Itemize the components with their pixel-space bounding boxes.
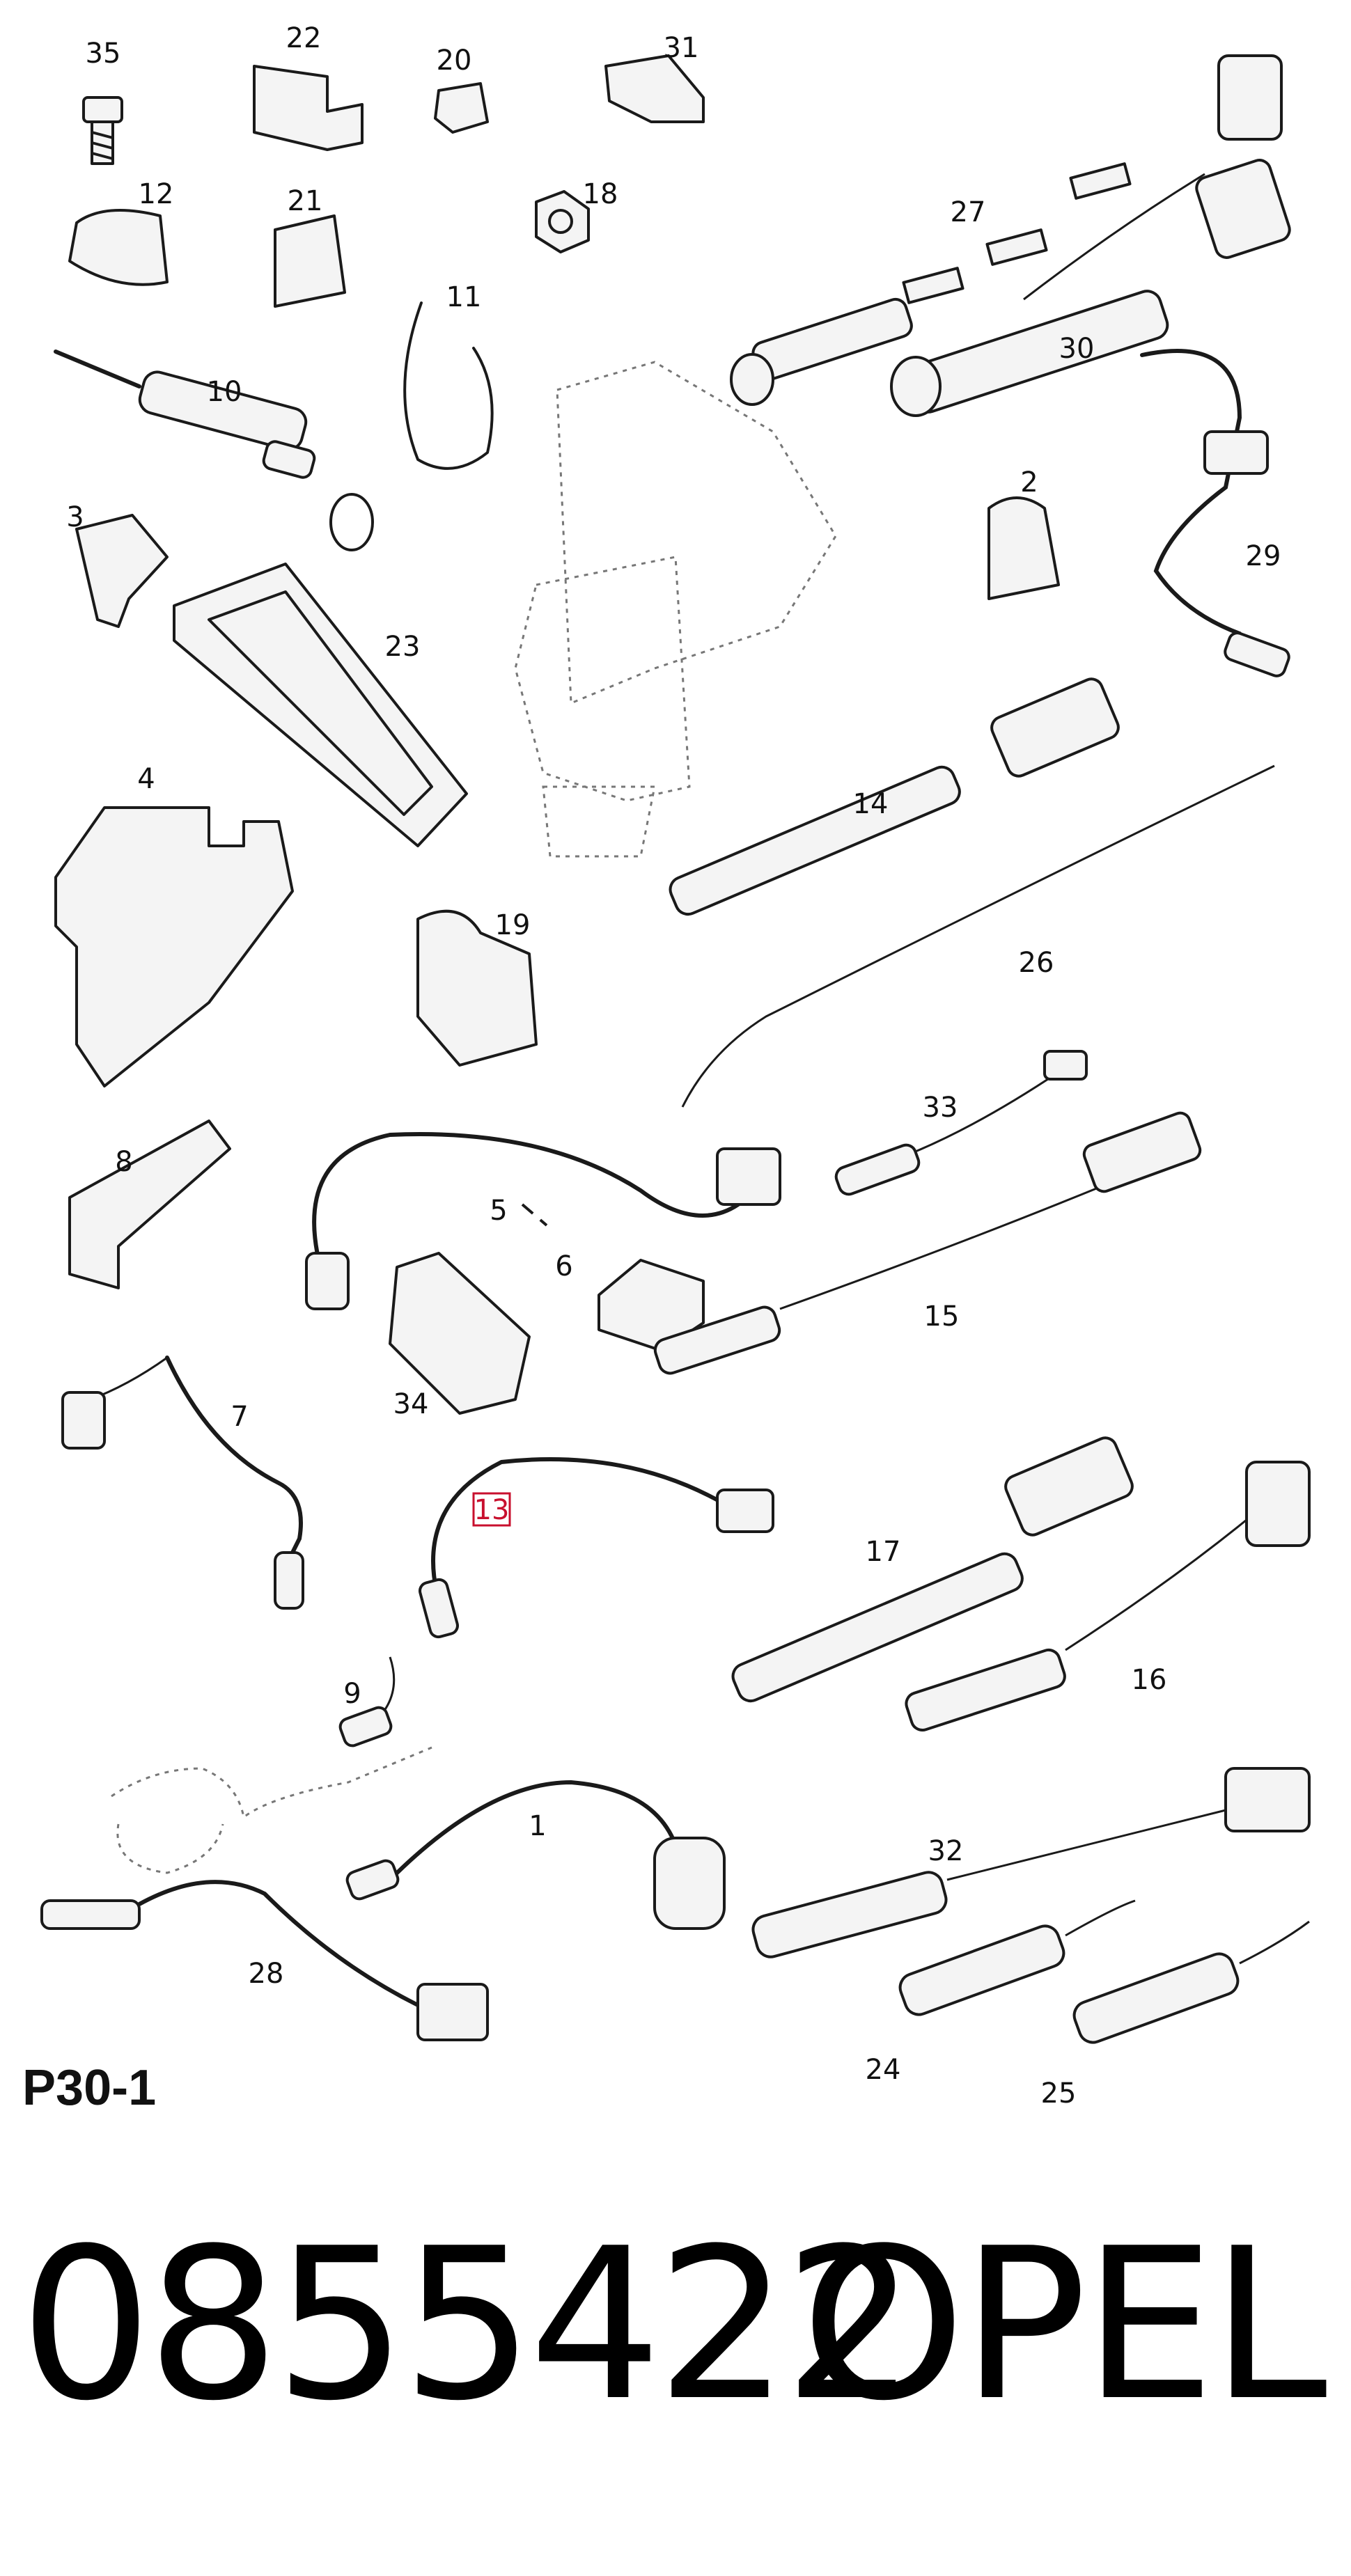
part-drawings (40, 54, 1311, 2044)
part-22-bracket (253, 65, 364, 151)
callout-16[interactable]: 16 (1132, 1664, 1167, 1696)
exploded-parts-diagram: 35 22 20 31 12 21 18 27 11 10 30 3 2 23 … (40, 22, 1311, 2110)
brand-name: OPEL (801, 2204, 1327, 2447)
callout-33[interactable]: 33 (923, 1092, 958, 1124)
callout-2[interactable]: 2 (1020, 466, 1038, 498)
callout-21[interactable]: 21 (288, 185, 323, 217)
part-2-bracket (987, 496, 1060, 600)
callout-4[interactable]: 4 (137, 763, 155, 795)
part-23-tray (173, 563, 468, 847)
callout-34[interactable]: 34 (393, 1388, 429, 1420)
upper-connector (1217, 54, 1283, 141)
callout-8[interactable]: 8 (115, 1146, 132, 1178)
callout-32[interactable]: 32 (928, 1835, 964, 1867)
part-34-bracket (389, 1252, 531, 1415)
callout-29[interactable]: 29 (1246, 540, 1281, 572)
part-6-clip (598, 1259, 705, 1352)
part-8-bracket (68, 1120, 231, 1289)
callout-5[interactable]: 5 (490, 1195, 507, 1227)
part-20-clip (434, 82, 489, 134)
callout-14[interactable]: 14 (853, 788, 889, 820)
callout-35[interactable]: 35 (86, 38, 121, 70)
callout-23[interactable]: 23 (385, 631, 421, 663)
sensor-upper-left (730, 297, 913, 406)
callout-17[interactable]: 17 (866, 1536, 901, 1568)
callout-26[interactable]: 26 (1019, 947, 1054, 979)
callout-labels: 35 22 20 31 12 21 18 27 11 10 30 3 2 23 … (66, 22, 1281, 2110)
part-29-sensor (1140, 349, 1290, 677)
part-4-bracket (54, 806, 294, 1087)
callout-22[interactable]: 22 (286, 22, 322, 54)
callout-3[interactable]: 3 (66, 501, 84, 533)
callout-10[interactable]: 10 (207, 376, 242, 408)
leader-5-6 (521, 1203, 548, 1227)
part-19-bracket (416, 909, 538, 1067)
part-7-sensor (61, 1356, 304, 1610)
part-number: 0855422 (19, 2204, 916, 2447)
part-32-sensor (751, 1767, 1311, 1958)
callout-9[interactable]: 9 (343, 1678, 361, 1710)
part-9-sensor (338, 1656, 396, 1748)
part-30-sensor (890, 159, 1291, 417)
part-10-sensor (54, 350, 316, 479)
callout-19[interactable]: 19 (495, 909, 531, 941)
callout-30[interactable]: 30 (1059, 333, 1095, 365)
part-5-harness (305, 1132, 781, 1310)
part-25-sensor (1072, 1920, 1310, 2044)
part-12-clamp (68, 209, 169, 286)
callout-6[interactable]: 6 (555, 1250, 572, 1282)
callout-11[interactable]: 11 (446, 281, 482, 313)
exhaust-manifold-ghost (514, 361, 837, 858)
part-18-nut (535, 190, 590, 253)
part-33-sensor (834, 1050, 1088, 1196)
callout-28[interactable]: 28 (249, 1958, 284, 1990)
callout-15[interactable]: 15 (924, 1301, 960, 1333)
part-13-sensor (419, 1457, 774, 1639)
part-24-sensor (898, 1899, 1136, 2016)
part-26-cable (681, 764, 1275, 1108)
part-11-hose (403, 301, 494, 470)
sheet-code: P30-1 (22, 2060, 157, 2116)
callout-20[interactable]: 20 (437, 45, 472, 77)
part-1-sensor (345, 1780, 726, 1930)
part-31-clip (604, 54, 705, 123)
callout-12[interactable]: 12 (139, 178, 174, 210)
part-21-clip (274, 214, 346, 308)
callout-27[interactable]: 27 (951, 196, 986, 228)
part-35-bolt (82, 96, 123, 165)
part-14-sensor (669, 677, 1120, 916)
callout-25[interactable]: 25 (1041, 2078, 1077, 2110)
part-3-clip (75, 514, 169, 628)
part-16-sensor (905, 1461, 1311, 1732)
callout-31[interactable]: 31 (664, 32, 699, 64)
callout-24[interactable]: 24 (866, 2054, 901, 2086)
part-17-sensor (731, 1436, 1134, 1703)
callout-1[interactable]: 1 (529, 1810, 546, 1842)
part-15-sensor (653, 1111, 1202, 1375)
part-27-clips (902, 162, 1132, 304)
callout-13[interactable]: 13 (474, 1494, 510, 1526)
callout-7[interactable]: 7 (231, 1401, 248, 1433)
part-27-harness (1023, 173, 1205, 301)
part-28-sensor (40, 1880, 489, 2041)
callout-18[interactable]: 18 (583, 178, 618, 210)
callout-13-highlight: 13 (472, 1492, 511, 1527)
exhaust-pipe-ghost (111, 1746, 432, 1874)
gasket-ring (329, 493, 374, 551)
